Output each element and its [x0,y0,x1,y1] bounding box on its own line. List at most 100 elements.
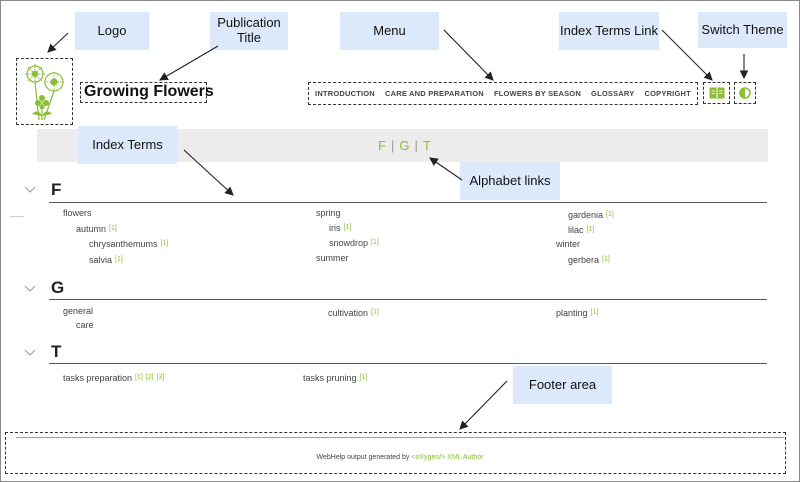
chevron-down-icon[interactable] [24,283,36,293]
flower-logo[interactable] [22,62,68,122]
index-term: cultivation[1] [328,308,379,318]
alphabet-links: F | G | T [378,138,431,153]
menu-item-glossary[interactable]: GLOSSARY [591,88,635,98]
index-term: autumn[1] [76,224,117,234]
term-label: planting [556,308,588,318]
term-label: care [76,320,94,330]
arrow [459,380,508,430]
index-term: gerbera[1] [568,255,610,265]
index-term: flowers [63,208,92,218]
publication-title[interactable]: Growing Flowers [84,83,214,100]
callout-publication-title: Publication Title [210,12,288,50]
term-label: gerbera [568,255,600,265]
alphabet-separator: | [414,138,418,153]
footer-divider [16,437,784,438]
term-label: winter [556,239,581,249]
book-icon [709,87,724,99]
logo-region [16,58,73,125]
arrow [47,32,69,53]
section-divider [49,202,767,203]
index-link-region [703,82,730,104]
section-divider [49,363,767,364]
index-term: summer [316,253,349,263]
chevron-down-icon[interactable] [24,184,36,194]
main-menu: INTRODUCTION CARE AND PREPARATION FLOWER… [310,82,696,104]
term-label: summer [316,253,349,263]
arrow [661,29,713,81]
section-letter-g: G [51,278,65,297]
term-label: autumn [76,224,107,234]
title-region [80,82,207,103]
switch-theme-button[interactable] [737,85,753,101]
index-term: gardenia[1] [568,210,614,220]
callout-menu: Menu [340,12,439,50]
term-label: snowdrop [329,238,369,248]
theme-switch-region [734,82,756,104]
term-ref-link[interactable]: [1] [343,224,352,231]
index-term: iris[1] [329,223,351,233]
callout-logo: Logo [75,12,149,50]
index-terms-link[interactable] [707,85,726,101]
callout-switch-theme: Switch Theme [698,12,787,48]
term-ref-link[interactable]: [1] [586,226,595,233]
arrow [183,149,234,196]
index-term: snowdrop[1] [329,238,379,248]
term-ref-link[interactable]: [1] [160,240,169,247]
term-label: iris [329,223,341,233]
callout-index-terms: Index Terms [78,126,177,164]
index-term: winter [556,239,580,249]
index-term: spring [316,208,341,218]
index-term: tasks pruning[1] [303,373,367,383]
term-label: flowers [63,208,92,218]
footer-text: WebHelp output generated by <oXygen/> XM… [0,454,800,461]
menu-item-copyright[interactable]: COPYRIGHT [644,88,691,98]
term-label: chrysanthemums [89,239,158,249]
index-term: chrysanthemums[1] [89,239,168,249]
index-term: salvia[1] [89,255,123,265]
footer-label: WebHelp output generated by [316,454,410,461]
section-letter-t: T [51,342,62,361]
term-ref-link[interactable]: [1] [135,374,143,381]
term-label: cultivation [328,308,369,318]
arrow [429,157,463,181]
term-ref-link[interactable]: [1] [115,256,123,263]
section-letter-f: F [51,180,62,199]
term-ref-link[interactable]: [1] [371,309,379,316]
menu-region [308,82,698,105]
term-label: spring [316,208,341,218]
index-term: lilac[1] [568,225,594,235]
alphabet-separator: | [390,138,395,153]
menu-item-care-and-preparation[interactable]: CARE AND PREPARATION [385,88,484,98]
index-term: care [76,320,94,330]
term-label: tasks pruning [303,373,357,383]
term-ref-link[interactable]: [1] [359,374,368,381]
term-ref-link[interactable]: [1] [371,239,379,246]
section-divider [49,299,767,300]
term-label: lilac [568,225,584,235]
term-label: tasks preparation [63,373,133,383]
term-label: gardenia [568,210,604,220]
term-ref-link[interactable]: [1] [606,211,614,218]
term-ref-link[interactable]: [1] [602,256,610,263]
alphabet-link-t[interactable]: T [422,138,431,153]
index-term: planting[1] [556,308,598,318]
callout-footer-area: Footer area [513,366,612,404]
arrow [443,29,494,81]
menu-item-flowers-by-season[interactable]: FLOWERS BY SEASON [493,88,581,98]
index-term: tasks preparation[1][2][3] [63,373,164,383]
alphabet-link-f[interactable]: F [378,138,386,153]
term-ref-link[interactable]: [3] [156,374,165,381]
arrow [159,45,219,81]
index-term: general [63,306,93,316]
term-label: salvia [89,255,113,265]
callout-index-terms-link: Index Terms Link [559,12,659,50]
chevron-down-icon[interactable] [24,347,36,357]
menu-item-introduction[interactable]: INTRODUCTION [315,88,375,98]
alphabet-link-g[interactable]: G [399,138,410,153]
term-ref-link[interactable]: [1] [590,309,599,316]
term-ref-link[interactable]: [2] [145,374,154,381]
callout-alphabet-links: Alphabet links [460,162,560,200]
footer-brand-link[interactable]: <oXygen/> XML Author [411,454,484,461]
term-ref-link[interactable]: [1] [109,225,117,232]
